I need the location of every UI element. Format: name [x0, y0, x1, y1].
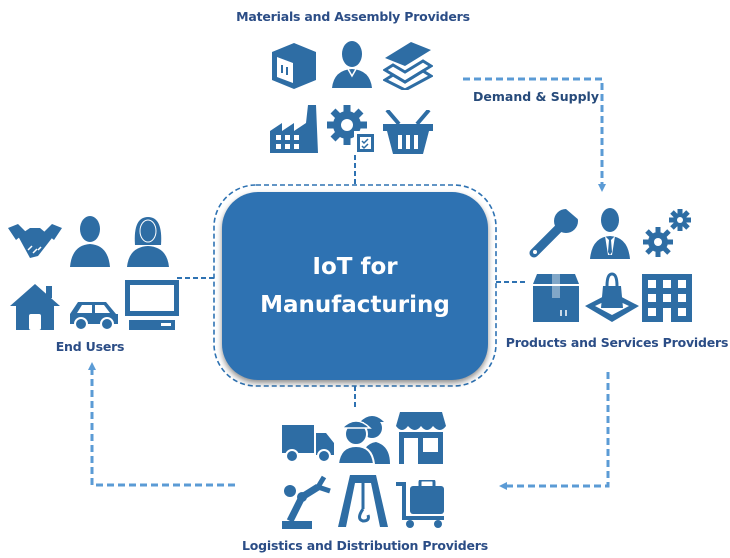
house-icon [10, 284, 60, 330]
crane-icon [338, 475, 388, 527]
core-title-line2: Manufacturing [260, 292, 450, 318]
car-icon [70, 302, 118, 330]
layers-icon [383, 42, 433, 90]
gears-icon [643, 209, 691, 257]
gear-checklist-icon [327, 105, 376, 153]
person-icon [332, 41, 372, 88]
arrow-logistics-to-endusers [88, 362, 235, 487]
box-icon [272, 43, 316, 89]
man-icon [70, 216, 110, 267]
woman-icon [127, 217, 169, 267]
cart-icon [396, 480, 444, 528]
building-icon [642, 274, 692, 322]
computer-icon [125, 280, 179, 330]
basket-icon [383, 110, 433, 154]
demand-supply-label: Demand & Supply [473, 89, 599, 104]
shopping-bag-icon [585, 272, 639, 322]
robot-arm-icon [282, 475, 331, 529]
handshake-icon [8, 224, 62, 258]
core-title-line1: IoT for [312, 254, 398, 280]
factory-icon [270, 105, 318, 153]
workers-icon [338, 416, 390, 464]
materials-label: Materials and Assembly Providers [236, 9, 470, 24]
products-label: Products and Services Providers [505, 335, 729, 350]
arrow-demand-supply [463, 77, 606, 192]
arrow-products-to-logistics [499, 372, 610, 490]
end-users-label: End Users [55, 339, 125, 354]
core-box: IoT for Manufacturing [222, 192, 488, 380]
businessman-icon [590, 208, 630, 259]
store-icon [396, 412, 446, 464]
wrench-icon [529, 209, 580, 258]
truck-icon [282, 425, 334, 463]
logistics-label: Logistics and Distribution Providers [242, 538, 488, 553]
package-icon [533, 274, 579, 322]
